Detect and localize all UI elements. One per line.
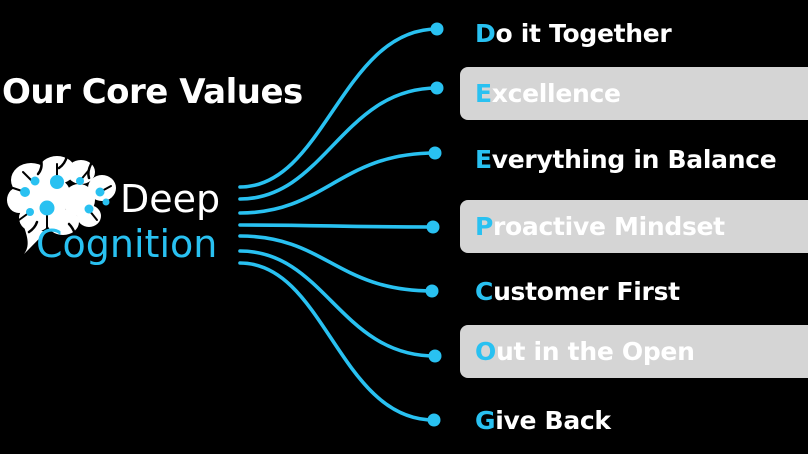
neural-nodes: [20, 175, 110, 216]
value-initial: P: [475, 212, 494, 241]
value-label: verything in Balance: [491, 144, 777, 174]
value-initial: O: [475, 337, 496, 366]
value-label: ut in the Open: [495, 337, 695, 366]
value-label: roactive Mindset: [493, 212, 725, 241]
value-initial: E: [475, 79, 492, 108]
brain-silhouette: [7, 156, 116, 254]
value-label: ive Back: [495, 405, 611, 435]
value-initial: G: [475, 405, 496, 435]
brain-creases: [27, 154, 93, 236]
value-label: ustomer First: [493, 276, 680, 306]
logo-word-cognition: Cognition: [36, 222, 218, 266]
value-initial: E: [475, 144, 492, 174]
value-initial: C: [475, 276, 494, 306]
value-label: o it Together: [495, 18, 672, 48]
logo-word-deep: Deep: [120, 177, 221, 221]
value-label: xcellence: [491, 79, 621, 108]
value-initial: D: [475, 18, 496, 48]
brain-circuit-icon: [7, 154, 117, 254]
